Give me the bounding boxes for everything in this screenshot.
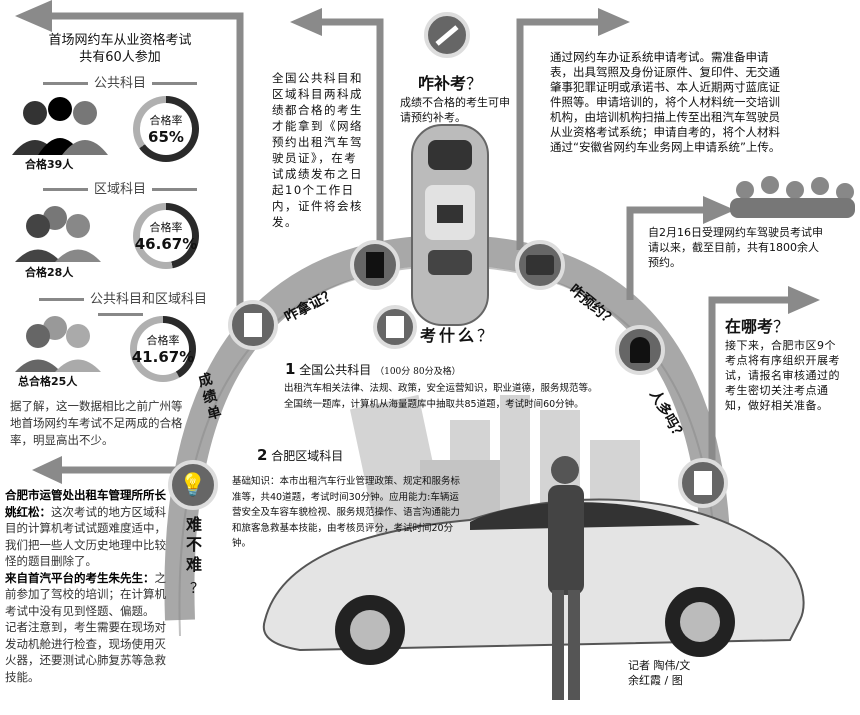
rate-value: 65% xyxy=(148,128,184,146)
document-icon xyxy=(228,300,278,350)
where-heading: 在哪考？ xyxy=(725,313,789,337)
rate-value: 41.67% xyxy=(131,348,195,366)
section-note: （100分 80分及格） xyxy=(375,367,461,377)
public-subject-line-1: 出租汽车相关法律、法规、政策，安全运营知识，职业道德，服务规范等。 xyxy=(284,383,598,394)
section-title: 合肥区域科目 xyxy=(271,449,344,463)
person-illustration xyxy=(548,456,584,700)
people-icon xyxy=(12,97,108,155)
people-icon xyxy=(15,206,101,262)
difficulty-quotes: 合肥市运管处出租车管理所所长姚红松：这次考试的地方区域科目的计算机考试试题难度适… xyxy=(5,487,170,685)
rate-label: 合格率 xyxy=(146,334,180,347)
quote-1: 这次考试的地方区域科目的计算机考试试题难度适中，我们把一些人文历史地理中比较怪的… xyxy=(5,504,166,569)
pass-count-regional: 合格28人 xyxy=(25,266,74,279)
question-mark: ？ xyxy=(773,317,790,336)
section-public: 公共科目 xyxy=(10,72,230,91)
question-mark: ？ xyxy=(477,326,494,345)
what-title: 考什么 xyxy=(420,326,478,345)
people-icon xyxy=(15,316,101,372)
arrow-head-right xyxy=(703,196,735,224)
credit-writer: 记者 陶伟/文 xyxy=(628,659,691,672)
arc-label-difficulty-q: ？ xyxy=(190,581,204,597)
stats-title-line2: 共有60人参加 xyxy=(79,50,161,65)
public-subject-line-2: 全国统一题库，计算机从海量题库中抽取共85道题，考试时间60分钟。 xyxy=(284,399,584,410)
where-title: 在哪考 xyxy=(725,317,774,336)
public-subject-text: 出租汽车相关法律、法规、政策，安全运营知识，职业道德，服务规范等。 全国统一题库… xyxy=(284,381,598,413)
checklist-icon xyxy=(373,305,417,349)
car-illustration xyxy=(262,498,805,665)
retake-title: 咋补考 xyxy=(418,74,467,93)
what-heading: 考什么？ xyxy=(420,322,493,346)
arrow-head-left xyxy=(15,0,52,32)
rate-label: 合格率 xyxy=(149,221,183,234)
arrow-head-right xyxy=(598,8,630,36)
certificate-book-icon xyxy=(350,240,400,290)
reporter-note: 记者注意到，考生需要在现场对发动机舱进行检查，现场使用灭火器，还要测试心肺复苏等… xyxy=(5,620,166,684)
question-mark: ？ xyxy=(466,74,483,93)
section-number: 1 xyxy=(285,360,296,378)
regional-subject-heading: 2 合肥区域科目 xyxy=(257,446,343,464)
retake-heading: 咋补考？ xyxy=(418,70,482,94)
retake-text: 成绩不合格的考生可申请预约补考。 xyxy=(400,96,510,124)
stats-note: 据了解，这一数据相比之前广州等地首场网约车考试不足两成的合格率，明显高出不少。 xyxy=(10,399,183,447)
crowd-text: 自2月16日受理网约车驾驶员考试申请以来，截至目前，共有1800余人预约。 xyxy=(648,226,823,269)
crowd-icon xyxy=(730,176,855,218)
regional-subject-text: 基础知识：本市出租汽车行业管理政策、规定和服务标准等，共40道题，考试时间30分… xyxy=(232,476,461,549)
stats-title: 首场网约车从业资格考试 共有60人参加 xyxy=(10,32,230,66)
credit-illustrator: 余红霞 / 图 xyxy=(628,674,683,687)
where-text: 接下来，合肥市区9个考点将有序组织开展考试，请报名审核通过的考生密切关注考点通知… xyxy=(725,339,840,412)
rate-value: 46.67% xyxy=(134,235,198,253)
apply-text: 通过网约车办证系统申请考试。需准备申请表，出具驾照及身份证原件、复印件、无交通肇… xyxy=(550,50,781,154)
credits: 记者 陶伟/文 余红霞 / 图 xyxy=(628,658,690,688)
stats-title-line1: 首场网约车从业资格考试 xyxy=(48,33,192,48)
lightbulb-icon: 💡 xyxy=(168,460,218,510)
quote-2: 之前参加了驾校的培训；在计算机考试中没有见到怪题、偏题。 xyxy=(5,570,166,618)
speaker-1: 合肥市运管处出租车管理所所长姚红松： xyxy=(5,488,166,519)
person-avatar-icon xyxy=(615,325,665,375)
license-text: 全国公共科目和区域科目两科成绩都合格的考生才能拿到《网络预约出租汽车驾驶员证》，… xyxy=(272,71,363,229)
section-both: 公共科目和区域科目 xyxy=(10,288,230,322)
pass-count-total: 总合格25人 xyxy=(18,375,78,388)
speaker-2: 来自首汽平台的考生朱先生： xyxy=(5,570,155,585)
section-regional: 区域科目 xyxy=(10,178,230,197)
arrow-head-left xyxy=(32,456,62,484)
section-title: 全国公共科目 xyxy=(299,363,372,377)
public-subject-heading: 1 全国公共科目 （100分 80分及格） xyxy=(285,360,461,378)
arrow-head-left xyxy=(290,8,322,36)
arrow-head-right xyxy=(788,286,820,314)
section-number: 2 xyxy=(257,446,268,464)
rate-label: 合格率 xyxy=(149,114,183,127)
car-top-view xyxy=(411,124,489,326)
briefcase-icon xyxy=(515,240,565,290)
pencil-icon xyxy=(424,12,470,58)
pass-count-public: 合格39人 xyxy=(25,158,74,171)
arc-label-difficulty: 难不难 xyxy=(186,515,203,574)
document-icon xyxy=(678,458,728,508)
